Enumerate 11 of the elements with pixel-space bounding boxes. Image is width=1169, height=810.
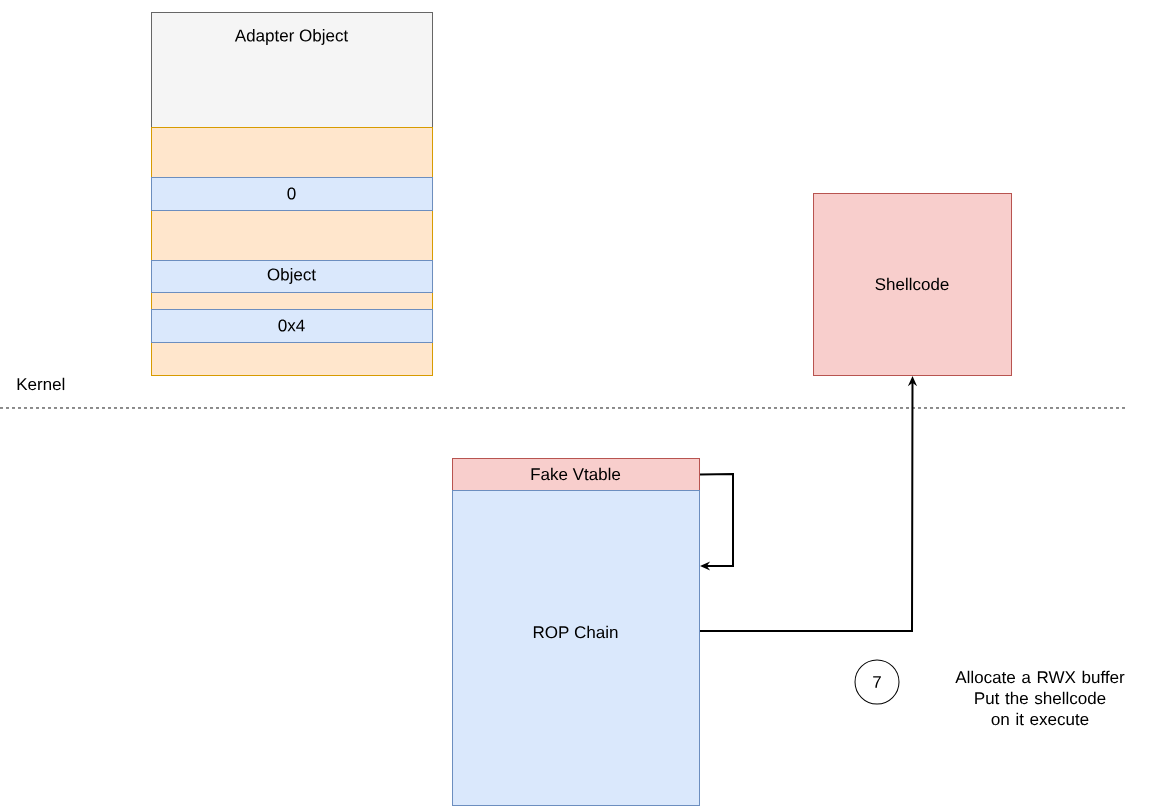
shellcode-box: Shellcode [813, 193, 1012, 376]
memory-field: Object [151, 260, 433, 293]
memory-field: 0x4 [151, 309, 433, 343]
region-label: Kernel [17, 377, 65, 391]
arrow [699, 472, 734, 571]
object-header-box: Adapter Object [151, 12, 433, 128]
note-text: Allocate a RWX buffer Put the shellcode on it execute [955, 670, 1125, 726]
memory-field: 0 [151, 177, 433, 211]
vtable-box: Fake Vtable [452, 458, 700, 491]
step-number: 7 [854, 659, 900, 705]
rop-chain-box: ROP Chain [452, 490, 700, 806]
